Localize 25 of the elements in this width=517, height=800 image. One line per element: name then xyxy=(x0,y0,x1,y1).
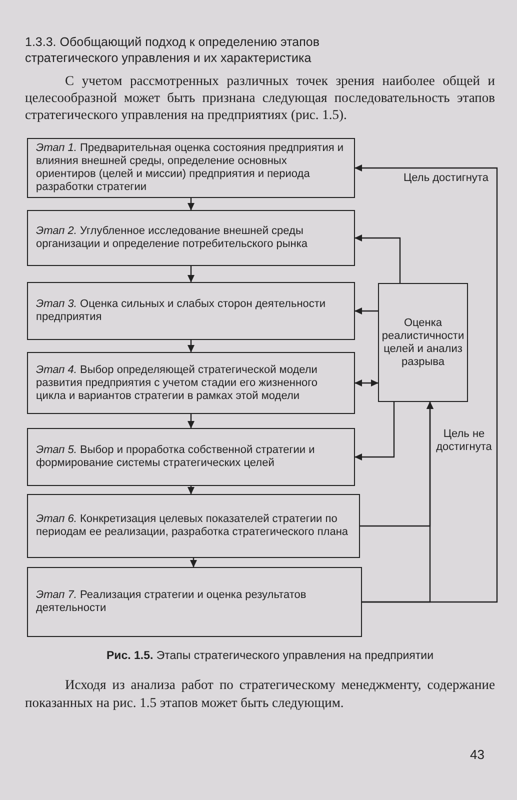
edge-label: Цель не достигнута xyxy=(434,428,494,454)
paragraph: Исходя из анализа работ по стратегическому менеджменту, содержание показанных на рис. 1.5 этапов может быть следующим. xyxy=(25,676,495,712)
paragraph: С учетом рассмотренных различных точек зрения наиболее общей и целесообразной может быть признана следующая последовательность этапов стратегического управления на предприятиях (рис. 1.5). xyxy=(25,72,495,123)
evaluation-box: Оценка реалистичности целей и анализ разрыва xyxy=(378,283,468,402)
page-number: 43 xyxy=(470,746,484,764)
arrow xyxy=(188,198,194,210)
arrow xyxy=(188,486,194,494)
arrow xyxy=(354,380,378,386)
arrow xyxy=(354,308,378,314)
arrow xyxy=(354,402,395,460)
arrow xyxy=(190,558,197,568)
figure-caption: Рис. 1.5. Этапы стратегического управления на предприятии xyxy=(105,649,435,664)
stage-box: Этап 7. Реализация стратегии и оценка результатов деятельности xyxy=(27,567,362,637)
stage-box: Этап 1. Предварительная оценка состояния предприятия и влияния внешней среды, определение основных ориентиров (целей и миссии) предприятия и периода разработки стратегии xyxy=(27,138,355,198)
stage-box: Этап 3. Оценка сильных и слабых сторон деятельности предприятия xyxy=(27,282,355,340)
stage-box: Этап 5. Выбор и проработка собственной стратегии и формирование системы стратегических целей xyxy=(27,428,355,486)
arrow xyxy=(188,414,194,428)
arrow xyxy=(188,340,194,352)
stage-box: Этап 4. Выбор определяющей стратегической модели развития предприятия с учетом стадии его жизненного цикла и вариантов стратегии в рамках этой модели xyxy=(27,352,355,414)
arrow xyxy=(188,266,194,282)
arrow xyxy=(354,164,498,603)
stage-box: Этап 6. Конкретизация целевых показателей стратегии по периодам ее реализации, разработка стратегического плана xyxy=(27,494,360,558)
section-heading: 1.3.3. Обобщающий подход к определению этапов стратегического управления и их характеристика xyxy=(25,34,320,66)
arrow xyxy=(354,234,401,283)
stage-box: Этап 2. Углубленное исследование внешней среды организации и определение потребительского рынка xyxy=(27,210,355,266)
